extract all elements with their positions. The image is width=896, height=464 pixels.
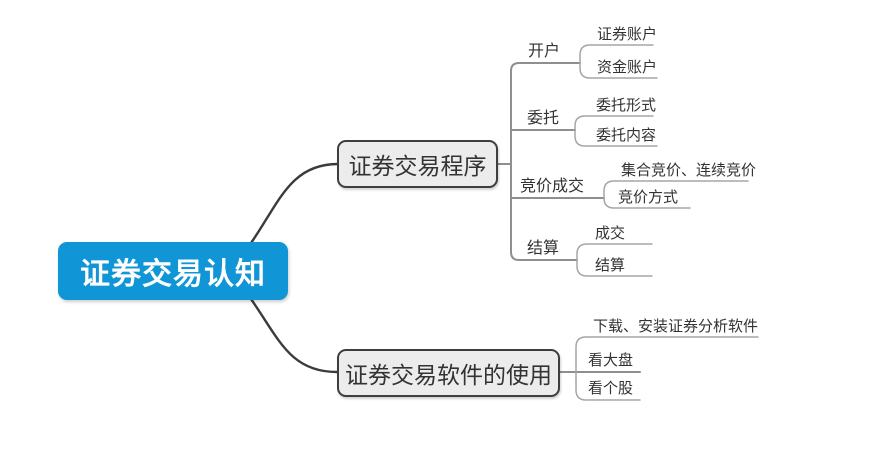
node-download-install-software[interactable]: 下载、安装证券分析软件 [593,318,759,335]
node-securities-account[interactable]: 证券账户 [597,26,658,43]
node-settlement-leaf[interactable]: 结算 [595,257,626,274]
node-call-and-continuous-auction[interactable]: 集合竞价、连续竞价 [621,162,757,179]
node-watch-stock[interactable]: 看个股 [588,380,634,397]
connector-software-children [575,336,759,401]
node-capital-account[interactable]: 资金账户 [597,59,658,76]
connector-settlement-children [576,243,653,277]
node-transaction[interactable]: 成交 [595,225,626,242]
node-bidding-transaction[interactable]: 竞价成交 [520,178,585,195]
node-open-account[interactable]: 开户 [528,43,561,60]
node-root[interactable]: 证券交易认知 [58,242,288,300]
node-branch-software-usage[interactable]: 证券交易软件的使用 [337,349,560,397]
connector-root-to-procedure [249,162,340,245]
connector-bidding-children [603,180,749,209]
node-watch-market[interactable]: 看大盘 [588,352,634,369]
connector-entrust-children [574,115,658,147]
node-entrust-form[interactable]: 委托形式 [596,97,657,114]
node-branch-trading-procedure[interactable]: 证券交易程序 [337,140,498,188]
connector-root-to-software [249,297,339,374]
connector-open-account-children [579,44,658,79]
node-settlement[interactable]: 结算 [527,240,560,257]
connector-procedure-spine [510,62,581,261]
node-entrust[interactable]: 委托 [527,110,560,127]
node-bidding-method[interactable]: 竞价方式 [618,189,679,206]
node-entrust-content[interactable]: 委托内容 [596,127,657,144]
